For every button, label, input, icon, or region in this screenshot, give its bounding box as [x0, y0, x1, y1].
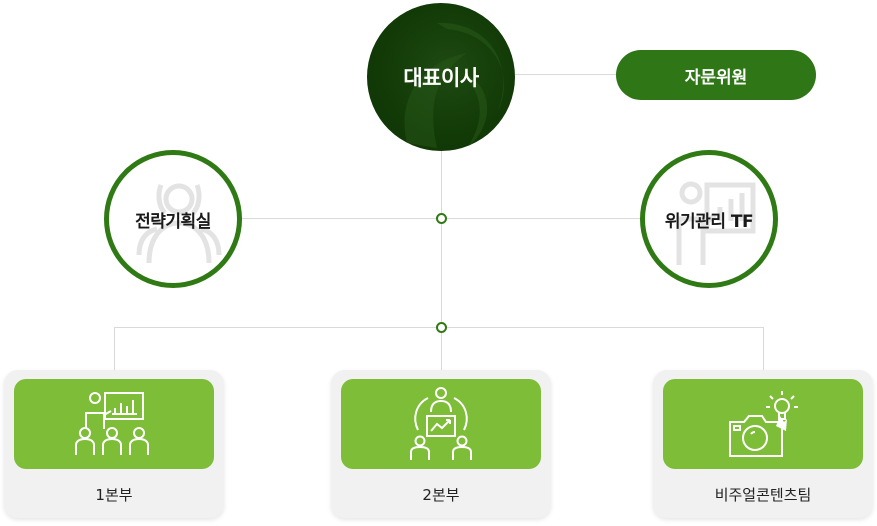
vertical-trunk-connector: [441, 151, 442, 370]
division-card-2: 2본부: [331, 370, 551, 518]
team-watermark-icon: [136, 183, 222, 264]
camera-idea-icon: [729, 391, 798, 457]
presenter-watermark-icon: [676, 181, 756, 265]
division-card-3: 비주얼콘텐츠팀: [653, 370, 873, 518]
division-card-3-label: 비주얼콘텐츠팀: [714, 486, 812, 504]
ceo-label: 대표이사: [403, 66, 479, 90]
strategy-office-node: 전략기획실: [104, 150, 242, 288]
swirl-decoration-icon: [404, 22, 504, 148]
strategy-office-label: 전략기획실: [135, 211, 211, 232]
division-card-2-icon-panel: [341, 379, 541, 469]
division-card-1-label: 1본부: [95, 486, 133, 504]
division-card-1: 1본부: [4, 370, 224, 518]
presentation-team-icon: [75, 392, 149, 455]
crisis-tf-node: 위기관리 TF: [640, 150, 778, 288]
division-1-drop-connector: [114, 327, 115, 370]
advisor-label: 자문위원: [684, 67, 748, 88]
division-card-2-label: 2본부: [422, 486, 460, 504]
crisis-tf-label: 위기관리 TF: [664, 211, 754, 232]
ceo-advisor-connector: [515, 74, 616, 75]
staff-junction-dot: [436, 213, 447, 224]
division-card-3-icon-panel: [663, 379, 863, 469]
division-card-1-icon-panel: [14, 379, 214, 469]
division-3-drop-connector: [763, 327, 764, 370]
advisor-node: 자문위원: [616, 50, 816, 100]
division-junction-dot: [436, 322, 447, 333]
ceo-node: 대표이사: [367, 3, 515, 151]
meeting-chart-icon: [410, 387, 472, 460]
